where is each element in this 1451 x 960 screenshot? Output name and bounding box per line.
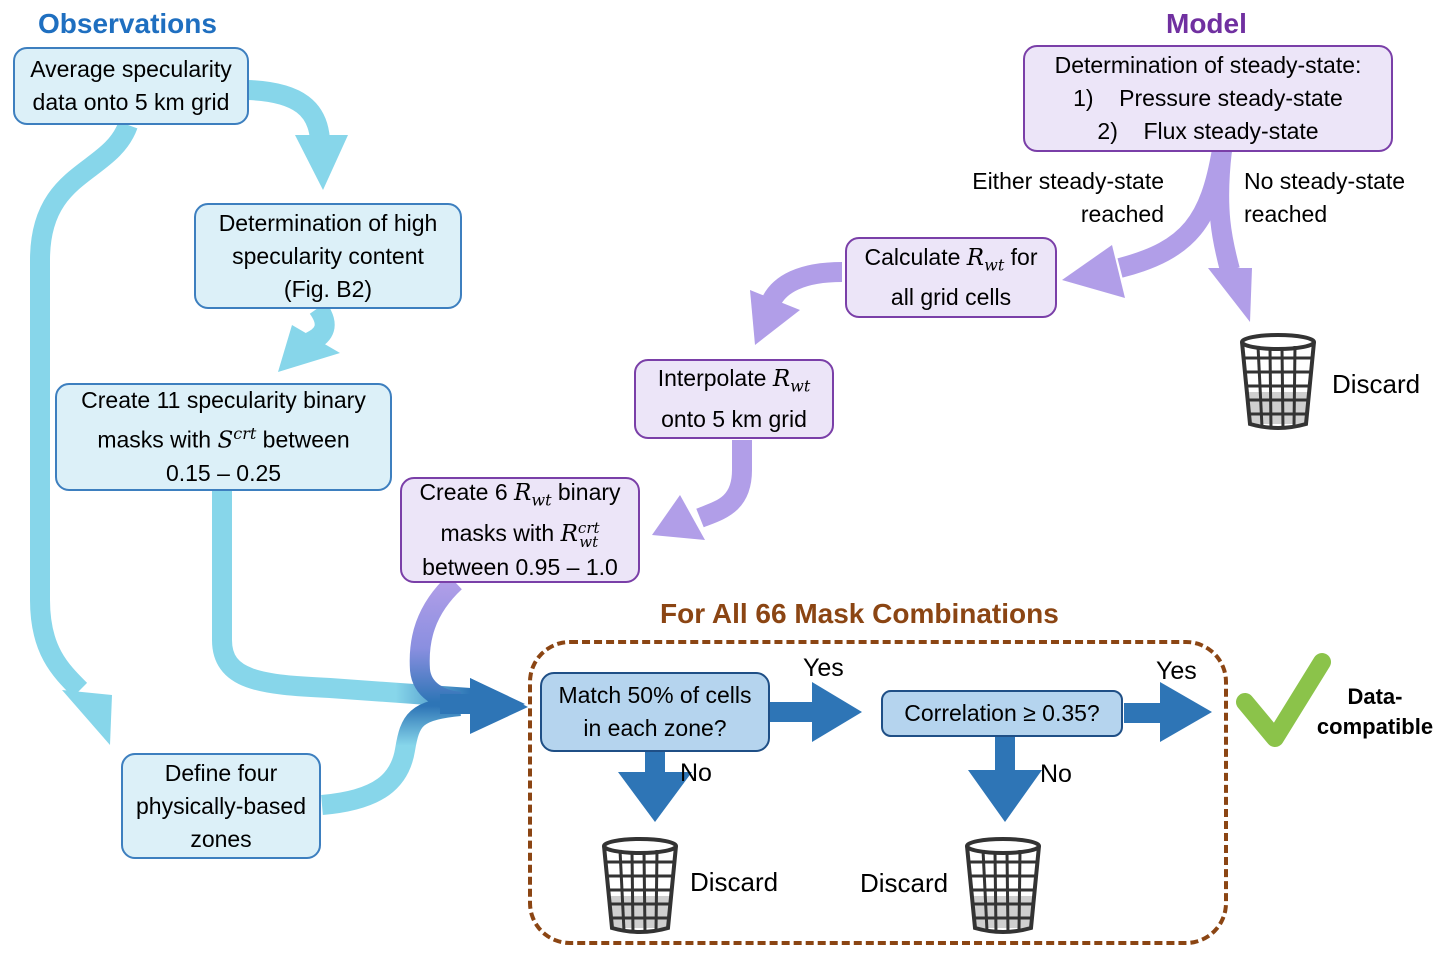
calculate-rwt-box: Calculate Rwt for all grid cells bbox=[845, 237, 1057, 318]
text-line: 0.15 – 0.25 bbox=[165, 460, 282, 487]
list-number: 2) bbox=[1097, 118, 1118, 144]
obs-arrow-average-to-highspec bbox=[247, 80, 348, 190]
text: Interpolate bbox=[657, 365, 773, 392]
text-line: all grid cells bbox=[890, 284, 1012, 311]
text-line: Create 6 Rwt binary bbox=[419, 476, 620, 517]
trash-bin-icon bbox=[602, 837, 678, 934]
text: masks with bbox=[440, 519, 561, 546]
trash-bin-icon bbox=[965, 837, 1041, 934]
text-line: data onto 5 km grid bbox=[32, 89, 230, 115]
define-zones-box: Define four physically-based zones bbox=[121, 753, 321, 859]
obs-arrow-zones-to-loop bbox=[321, 696, 461, 815]
text-line: specularity content bbox=[232, 242, 424, 269]
discard-label: Discard bbox=[1332, 369, 1421, 399]
model-arrow-steady-to-discard bbox=[1208, 148, 1252, 322]
obs-arrow-average-to-zones bbox=[30, 120, 138, 745]
crt-superscript: crt bbox=[233, 423, 257, 443]
list-item: 2) Flux steady-state bbox=[1097, 115, 1318, 148]
model-arrow-interp-to-masks bbox=[652, 440, 752, 540]
model-arrow-calc-to-interp bbox=[750, 262, 843, 345]
text-line: compatible bbox=[1316, 714, 1434, 739]
list-number: 1) bbox=[1073, 85, 1094, 111]
crt-superscript: crt bbox=[577, 518, 600, 537]
observations-heading: Observations bbox=[38, 8, 217, 39]
text-line: Determination of high bbox=[218, 209, 438, 236]
r-symbol: R bbox=[560, 520, 578, 547]
list-text: Pressure steady-state bbox=[1119, 85, 1343, 111]
text-line: reached bbox=[1080, 201, 1164, 227]
list-text: Flux steady-state bbox=[1143, 118, 1319, 144]
specularity-masks-box: Create 11 specularity binary masks with … bbox=[55, 383, 392, 491]
r-symbol: R bbox=[772, 366, 791, 393]
no-label-1: No bbox=[680, 759, 712, 787]
text-line: Match 50% of cells bbox=[558, 682, 752, 708]
check-icon bbox=[1236, 653, 1331, 747]
model-heading: Model bbox=[1166, 8, 1247, 39]
text-line: Either steady-state bbox=[972, 168, 1164, 194]
data-compatible-label: Data- compatible bbox=[1305, 682, 1445, 742]
text: Calculate bbox=[864, 243, 967, 270]
wt-subscript: wt bbox=[579, 532, 599, 551]
text-line: onto 5 km grid bbox=[661, 405, 807, 432]
yes-arrow-match-to-correlation bbox=[770, 682, 862, 742]
interpolate-rwt-box: Interpolate Rwt onto 5 km grid bbox=[634, 359, 834, 439]
text-line: Define four bbox=[164, 759, 278, 786]
text-line: Average specularity bbox=[30, 56, 232, 82]
text-line: (Fig. B2) bbox=[283, 275, 373, 302]
model-arrow-masks-to-loop bbox=[409, 574, 463, 712]
text: for bbox=[1004, 243, 1038, 270]
merge-arrow-into-loop bbox=[440, 678, 528, 734]
yes-label-1: Yes bbox=[803, 654, 844, 682]
r-symbol: R bbox=[514, 480, 532, 507]
text-line: Correlation ≥ 0.35? bbox=[904, 700, 1100, 726]
wt-subscript: wt bbox=[984, 255, 1005, 275]
steady-state-box: Determination of steady-state: 1) Pressu… bbox=[1023, 45, 1393, 152]
high-specularity-box: Determination of high specularity conten… bbox=[194, 203, 462, 309]
text-line: physically-based bbox=[135, 792, 307, 819]
no-arrow-match-to-discard bbox=[618, 752, 692, 822]
text-line: reached bbox=[1244, 201, 1328, 227]
mask-combinations-loop bbox=[528, 640, 1228, 945]
average-specularity-box: Average specularity data onto 5 km grid bbox=[13, 47, 249, 125]
no-label-2: No bbox=[1040, 760, 1072, 788]
wt-subscript: wt bbox=[531, 490, 552, 510]
text-line: Interpolate Rwt bbox=[658, 362, 811, 403]
discard-label-1: Discard bbox=[690, 867, 779, 897]
text: Create 6 bbox=[419, 479, 515, 506]
s-symbol: S bbox=[217, 427, 234, 454]
text-line: between 0.95 – 1.0 bbox=[422, 553, 618, 580]
text-line: Create 11 specularity binary bbox=[81, 386, 366, 413]
text-line: Determination of steady-state: bbox=[1054, 52, 1362, 78]
obs-arrow-highspec-to-masks bbox=[278, 302, 340, 372]
text: masks with bbox=[97, 426, 218, 453]
either-steady-label: Either steady-state reached bbox=[952, 165, 1164, 231]
text-line: No steady-state bbox=[1244, 168, 1406, 194]
list-item: 1) Pressure steady-state bbox=[1073, 82, 1343, 115]
text-line: Data- bbox=[1347, 684, 1403, 709]
trash-bin-icon bbox=[1240, 333, 1316, 430]
match-cells-decision: Match 50% of cells in each zone? bbox=[540, 672, 770, 752]
discard-label-2: Discard bbox=[860, 868, 949, 898]
wt-subscript: wt bbox=[790, 376, 811, 396]
text-line: zones bbox=[190, 825, 252, 852]
text: between bbox=[256, 426, 350, 453]
text: binary bbox=[551, 479, 621, 506]
no-arrow-correlation-to-discard bbox=[968, 735, 1042, 822]
text-line: in each zone? bbox=[583, 715, 727, 741]
r-symbol: R bbox=[966, 244, 985, 271]
text-line: masks with Scrt between bbox=[97, 417, 349, 458]
correlation-decision: Correlation ≥ 0.35? bbox=[881, 690, 1123, 737]
yes-arrow-correlation-to-result bbox=[1124, 682, 1212, 742]
loop-heading: For All 66 Mask Combinations bbox=[660, 598, 1059, 629]
no-steady-label: No steady-state reached bbox=[1244, 165, 1405, 231]
obs-arrow-masks-to-loop bbox=[212, 490, 471, 708]
text-line: Calculate Rwt for bbox=[865, 241, 1038, 282]
yes-label-2: Yes bbox=[1156, 657, 1197, 685]
